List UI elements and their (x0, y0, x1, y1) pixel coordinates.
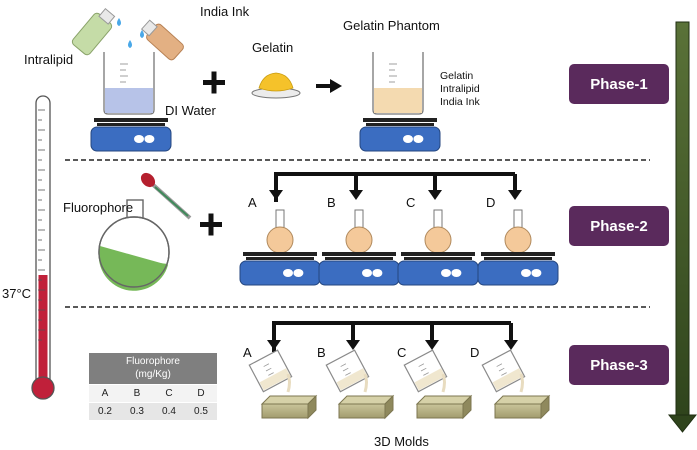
gelatin-label: Gelatin (252, 40, 294, 55)
phase-2-box: Phase-2 (569, 206, 669, 246)
arrow-to-phantom (316, 79, 342, 93)
phase3-branch-arrows (267, 321, 518, 352)
phase-1-box: Phase-1 (569, 64, 669, 104)
pouring-beaker-and-mold (248, 349, 318, 420)
fluorophore-concentration-table: Fluorophore (mg/Kg) A B C D 0.2 0.3 0.4 … (89, 353, 217, 420)
pouring-beaker-and-mold (325, 349, 395, 420)
phase2-letter-c: C (406, 195, 416, 210)
gelatin-plate-icon (251, 72, 301, 99)
phase2-letter-a: A (248, 195, 257, 210)
plus-icon-phase1 (203, 71, 225, 94)
table-column-b: B (121, 384, 153, 403)
intralipid-label: Intralipid (24, 52, 74, 67)
table-row: 0.2 0.3 0.4 0.5 (89, 402, 217, 420)
phase3-letter-a: A (243, 345, 252, 360)
table-header: Fluorophore (mg/Kg) (89, 353, 217, 385)
molds-label: 3D Molds (374, 434, 429, 449)
phantom-content-intralipid: Intralipid (440, 83, 480, 95)
phase3-letter-c: C (397, 345, 407, 360)
branch-arrow (269, 174, 283, 200)
phase2-letter-b: B (327, 195, 336, 210)
plus-icon-phase2 (200, 213, 222, 236)
di-water-label: DI Water (165, 103, 216, 118)
branch-arrow (346, 323, 360, 350)
branch-arrow (504, 323, 518, 350)
pouring-beaker-and-mold (481, 349, 551, 420)
process-flow-arrow (667, 21, 697, 433)
branch-arrow (349, 174, 363, 200)
stirrer-hotplate-phantom (359, 118, 441, 152)
branch-arrow (428, 174, 442, 200)
table-column-a: A (89, 384, 121, 403)
sample-flask-on-stirrer (239, 209, 321, 286)
table-column-c: C (153, 384, 185, 403)
table-value-b: 0.3 (121, 402, 153, 420)
thermometer-icon (31, 95, 55, 400)
table-value-d: 0.5 (185, 402, 217, 420)
intralipid-bottle-icon (71, 7, 116, 56)
branch-arrow (267, 323, 281, 350)
fluorophore-flask-icon (98, 199, 170, 291)
table-column-d: D (185, 384, 217, 403)
mixing-beaker-icon (103, 52, 155, 115)
temperature-label: 37°C (2, 286, 32, 301)
india-ink-bottle-icon (140, 19, 184, 61)
water-drops-icon (117, 18, 144, 48)
india-ink-label: India Ink (200, 4, 250, 19)
branch-arrow (508, 174, 522, 200)
phase2-flask-row (239, 209, 559, 286)
phantom-beaker-icon (372, 52, 424, 115)
sample-flask-on-stirrer (477, 209, 559, 286)
table-row: A B C D (89, 384, 217, 403)
table-header-line-1: Fluorophore (126, 356, 180, 367)
table-value-c: 0.4 (153, 402, 185, 420)
phantom-content-india-ink: India Ink (440, 96, 480, 108)
phase2-letter-d: D (486, 195, 496, 210)
phase-3-box: Phase-3 (569, 345, 669, 385)
stirrer-hotplate-phase1 (90, 118, 172, 152)
phase3-mold-row (248, 349, 551, 420)
phase3-letter-d: D (470, 345, 480, 360)
phase2-branch-arrows (269, 172, 522, 202)
sample-flask-on-stirrer (318, 209, 400, 286)
branch-arrow (425, 323, 439, 350)
phase3-letter-b: B (317, 345, 326, 360)
table-header-line-2: (mg/Kg) (135, 369, 171, 380)
sample-flask-on-stirrer (397, 209, 479, 286)
fluorophore-label: Fluorophore (63, 200, 134, 215)
gelatin-phantom-title: Gelatin Phantom (343, 18, 440, 33)
table-value-a: 0.2 (89, 402, 121, 420)
pouring-beaker-and-mold (403, 349, 473, 420)
phantom-content-gelatin: Gelatin (440, 70, 474, 82)
pipette-icon (140, 172, 192, 220)
